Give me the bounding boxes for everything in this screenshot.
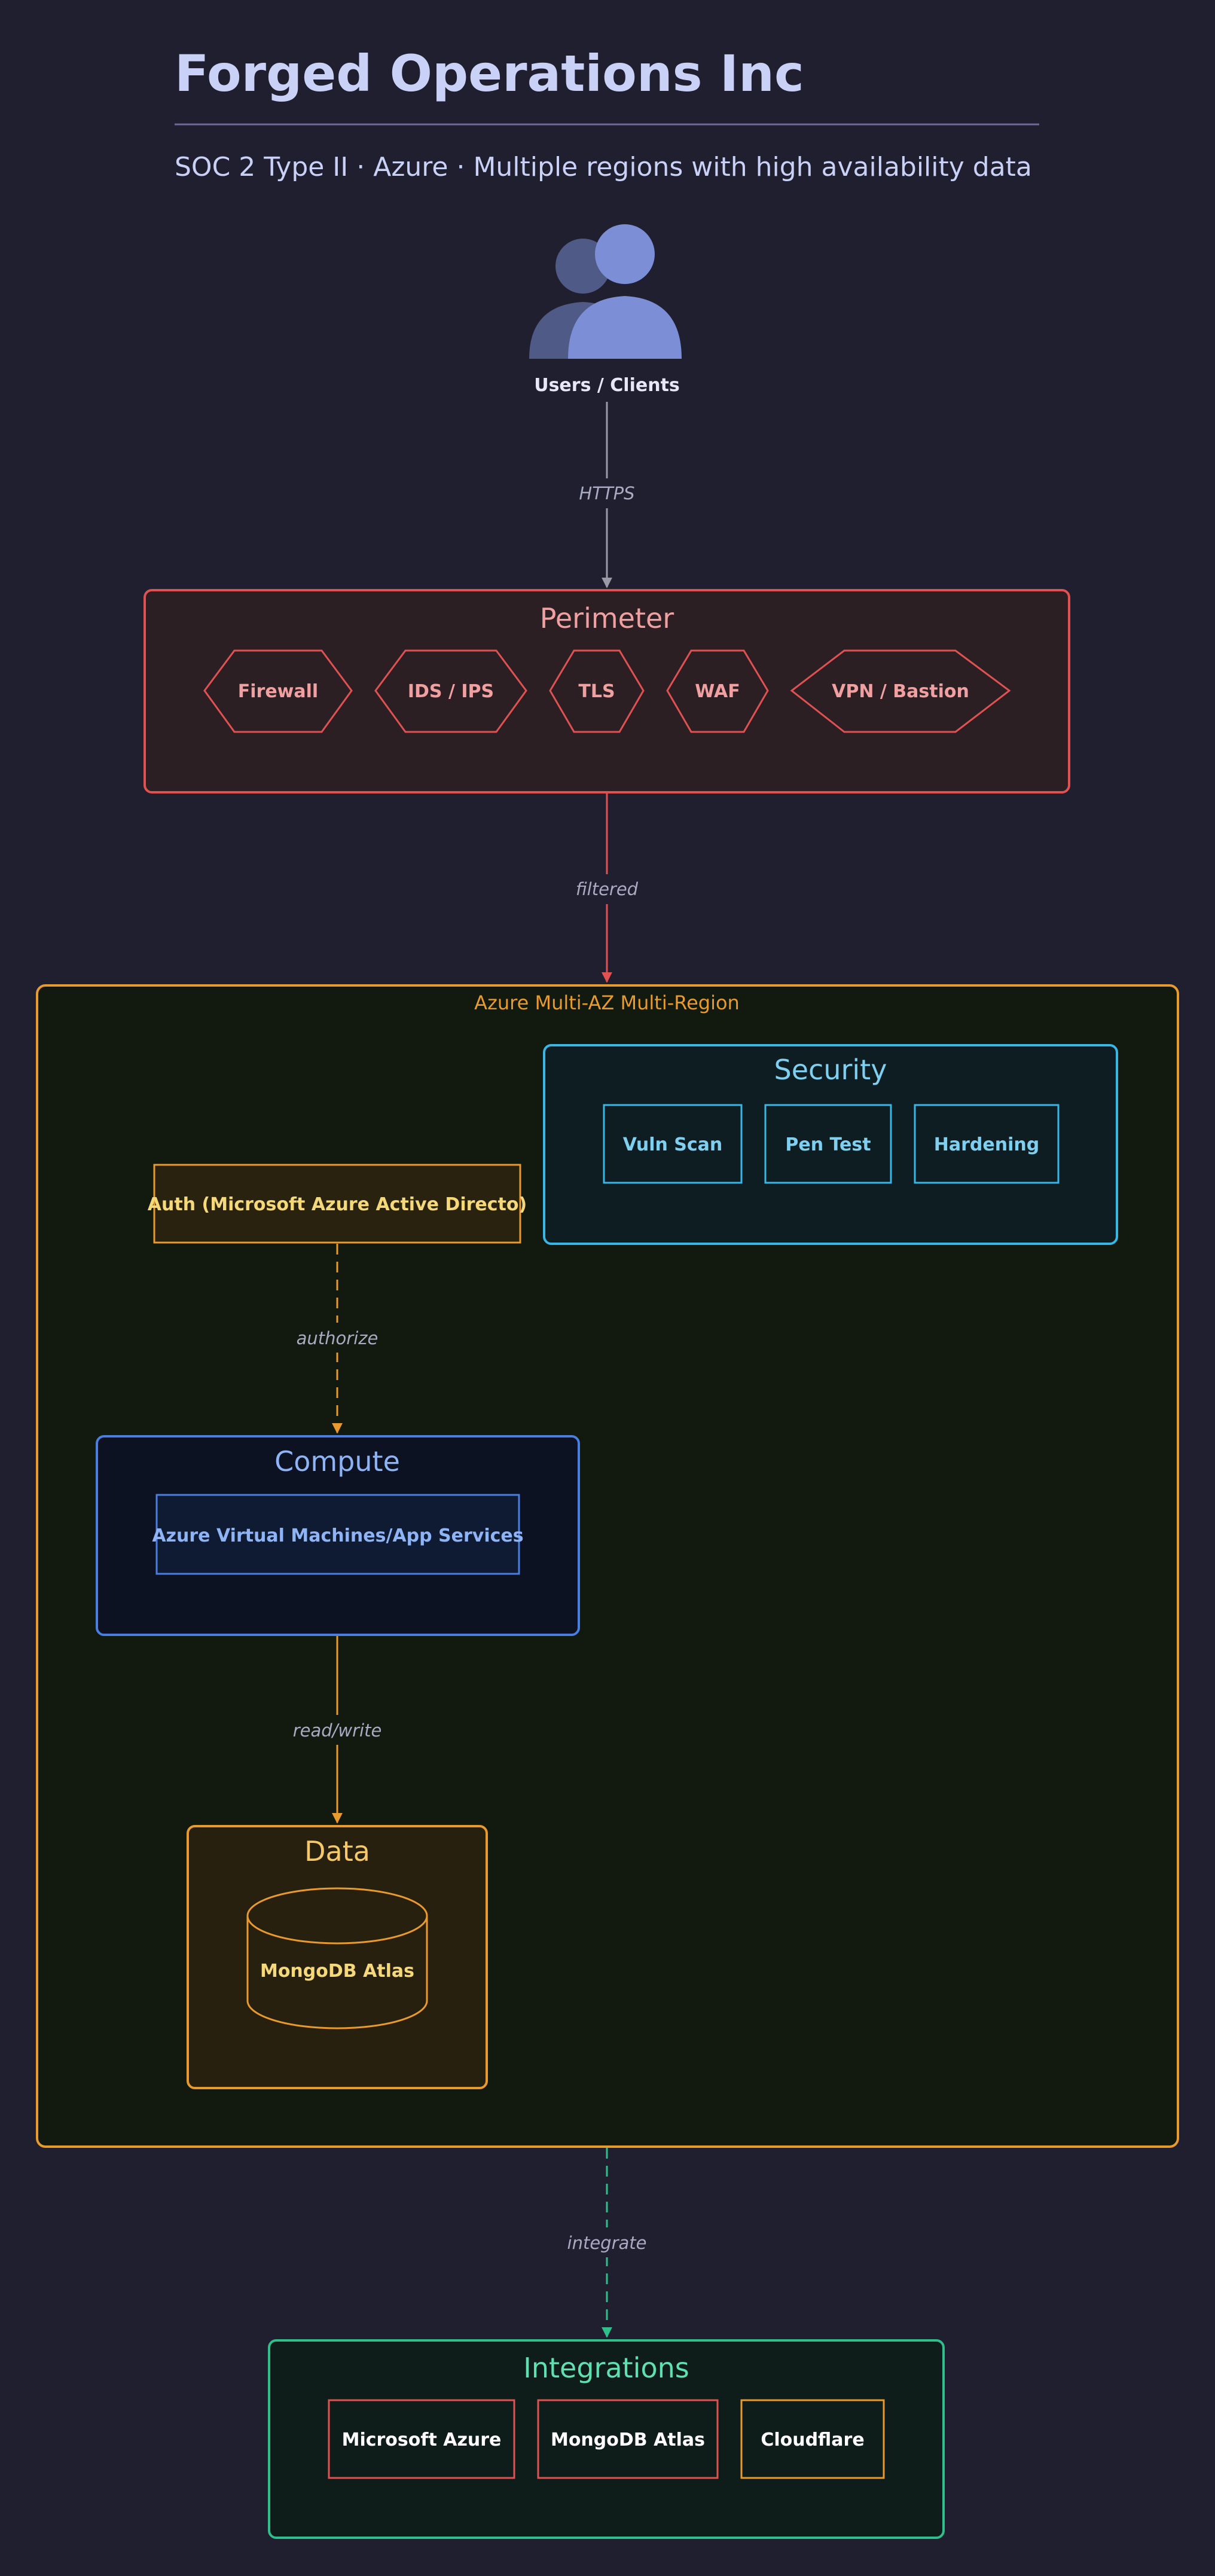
- edge-label-https: HTTPS: [579, 483, 634, 503]
- perimeter-vpn-bastion[interactable]: VPN / Bastion: [790, 649, 1011, 733]
- security-hardening-label: Hardening: [934, 1134, 1039, 1155]
- perimeter-firewall-label: Firewall: [238, 681, 318, 702]
- edge-label-authorize: authorize: [297, 1328, 378, 1348]
- security-title: Security: [774, 1054, 887, 1086]
- integration-mongodb-atlas[interactable]: MongoDB Atlas: [537, 2399, 719, 2479]
- perimeter-firewall[interactable]: Firewall: [203, 649, 353, 733]
- edge-label-read-write: read/write: [293, 1720, 382, 1741]
- security-vuln-scan[interactable]: Vuln Scan: [603, 1104, 743, 1184]
- edge-label-filtered: filtered: [576, 879, 639, 899]
- auth-label: Auth (Microsoft Azure Active Directo): [148, 1194, 527, 1215]
- compute-service-label: Azure Virtual Machines/App Services: [152, 1525, 523, 1546]
- page-title: Forged Operations Inc: [175, 44, 804, 103]
- integration-cloudflare[interactable]: Cloudflare: [740, 2399, 885, 2479]
- region-label: Azure Multi-AZ Multi-Region: [474, 991, 740, 1014]
- perimeter-tls[interactable]: TLS: [549, 649, 645, 733]
- edge-label-integrate: integrate: [567, 2233, 647, 2253]
- integration-mongodb-atlas-label: MongoDB Atlas: [551, 2430, 705, 2450]
- integration-microsoft-azure-label: Microsoft Azure: [342, 2430, 502, 2450]
- perimeter-vpn-bastion-label: VPN / Bastion: [832, 681, 969, 702]
- data-title: Data: [304, 1835, 370, 1867]
- perimeter-ids-ips-label: IDS / IPS: [408, 681, 494, 702]
- perimeter-waf-label: WAF: [695, 681, 740, 702]
- page-subtitle: SOC 2 Type II · Azure · Multiple regions…: [175, 152, 1032, 182]
- integrations-title: Integrations: [523, 2352, 689, 2384]
- database-label: MongoDB Atlas: [260, 1961, 414, 1982]
- auth-box[interactable]: Auth (Microsoft Azure Active Directo): [148, 1164, 527, 1244]
- users-label: Users / Clients: [534, 375, 680, 396]
- security-pen-test-label: Pen Test: [785, 1134, 871, 1155]
- compute-service[interactable]: Azure Virtual Machines/App Services: [152, 1494, 524, 1575]
- database-cylinder-icon[interactable]: MongoDB Atlas: [246, 1887, 428, 2029]
- integration-microsoft-azure[interactable]: Microsoft Azure: [328, 2399, 515, 2479]
- security-pen-test[interactable]: Pen Test: [764, 1104, 892, 1184]
- perimeter-ids-ips[interactable]: IDS / IPS: [374, 649, 527, 733]
- perimeter-waf[interactable]: WAF: [666, 649, 769, 733]
- security-hardening[interactable]: Hardening: [914, 1104, 1060, 1184]
- security-vuln-scan-label: Vuln Scan: [623, 1134, 723, 1155]
- perimeter-tls-label: TLS: [578, 681, 615, 702]
- compute-title: Compute: [274, 1445, 400, 1478]
- perimeter-title: Perimeter: [540, 602, 674, 634]
- users-icon: [529, 224, 682, 359]
- integration-cloudflare-label: Cloudflare: [761, 2430, 864, 2450]
